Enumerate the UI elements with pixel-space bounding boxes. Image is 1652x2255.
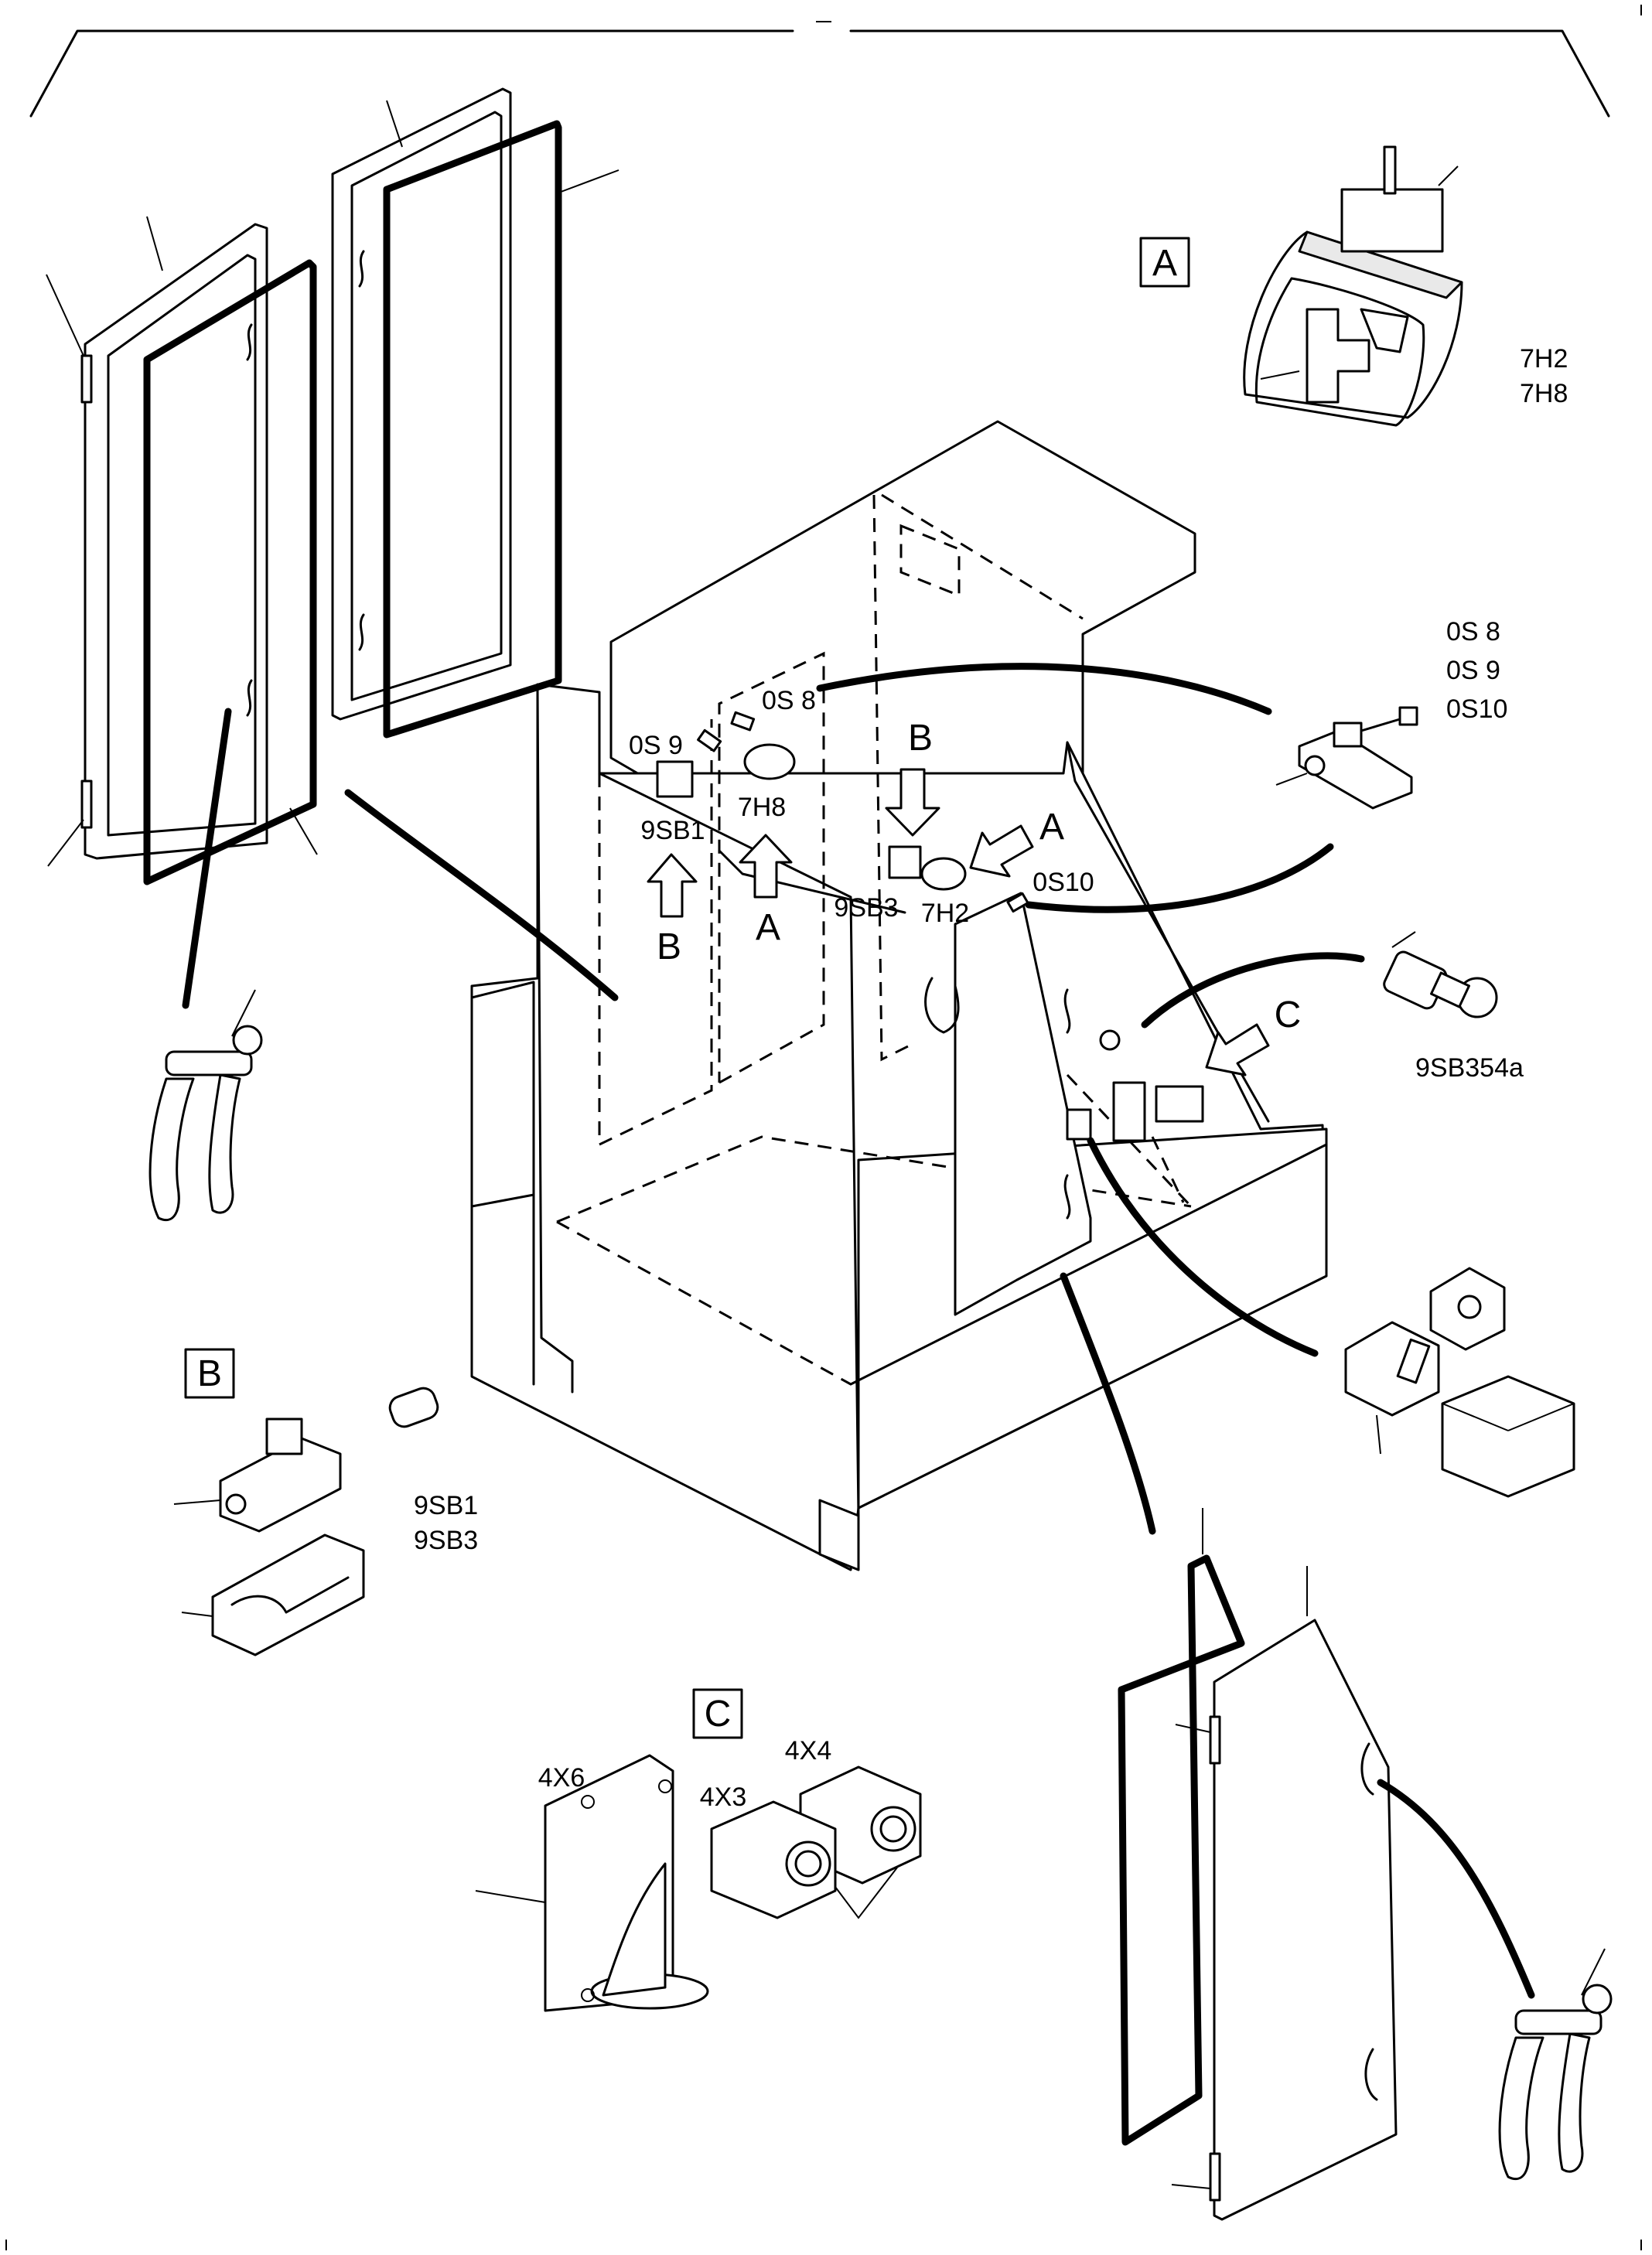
leader-handle-right (1377, 1779, 1535, 1999)
leader-socket-box (1087, 1137, 1319, 1357)
door-handle-right (1498, 1948, 1613, 2180)
button-assembly-9sb1-9sb3 (173, 1387, 439, 1656)
svg-text:A: A (1039, 807, 1064, 848)
svg-text:C: C (705, 1694, 732, 1735)
socket-4x3 (710, 1800, 898, 1919)
label-0s8: 0S 8 (1446, 617, 1500, 646)
callout-box-b: B (184, 1348, 235, 1399)
label-panel-0s10: 0S10 (1032, 868, 1094, 897)
label-9sb3: 9SB3 (414, 1526, 478, 1555)
svg-text:B: B (908, 718, 933, 759)
door-left-back (331, 87, 512, 721)
label-panel-7h8: 7H8 (738, 793, 786, 822)
label-0s9: 0S 9 (1446, 656, 1500, 685)
label-4x6: 4X6 (538, 1763, 585, 1793)
label-panel-0s9: 0S 9 (629, 731, 683, 760)
svg-text:A: A (756, 907, 780, 948)
arrow-b-top: B (885, 718, 940, 837)
plug-button-9sb354a (1383, 931, 1498, 1018)
label-4x3: 4X3 (700, 1783, 747, 1812)
label-7h8: 7H8 (1520, 379, 1568, 408)
arrow-a-right: A (969, 807, 1064, 878)
callout-box-a: A (1139, 237, 1190, 288)
svg-text:A: A (1152, 243, 1177, 284)
svg-text:C: C (1275, 994, 1302, 1035)
label-panel-9sb1: 9SB1 (640, 816, 705, 845)
button-9sb3 (888, 845, 922, 879)
leader-plug-button (1141, 952, 1365, 1029)
callout-box-c: C (692, 1688, 743, 1739)
label-9sb354a: 9SB354a (1415, 1053, 1524, 1083)
label-panel-0s8: 0S 8 (762, 686, 816, 715)
seal-right-door (1118, 1554, 1245, 2146)
label-0s10: 0S10 (1446, 694, 1507, 724)
label-panel-9sb3: 9SB3 (834, 893, 898, 923)
button-9sb1 (656, 760, 694, 798)
socket-4x6 (475, 1754, 709, 2012)
lamp-7h2 (920, 857, 967, 891)
arrow-a-mid: A (739, 834, 793, 948)
arrow-c: C (1205, 994, 1302, 1076)
leader-switch-bottom (1025, 843, 1334, 913)
socket-on-cabinet (1112, 1081, 1146, 1142)
leader-door-left (344, 789, 619, 1001)
door-handle-left (148, 989, 263, 1221)
arrow-b-left: B (647, 853, 698, 967)
socket-box-assembly (1344, 1267, 1575, 1498)
label-7h2: 7H2 (1520, 344, 1568, 374)
panel-components (656, 711, 1204, 1203)
lamp-assembly-7h2-7h8 (1243, 145, 1463, 427)
limit-switch-assembly (1275, 706, 1418, 810)
seal-left-back (383, 120, 562, 739)
label-panel-7h2: 7H2 (921, 899, 969, 928)
door-right (1171, 1566, 1398, 2221)
leader-handle-left (182, 708, 232, 1009)
label-9sb1: 9SB1 (414, 1491, 478, 1520)
seal-left-front (143, 259, 317, 885)
door-left-front (46, 216, 268, 867)
leader-door-right (1060, 1272, 1156, 1535)
label-4x4: 4X4 (785, 1736, 832, 1765)
svg-text:B: B (197, 1353, 222, 1394)
drawing-frame (5, 5, 1642, 2250)
lamp-7h8 (743, 743, 796, 780)
svg-text:B: B (657, 926, 681, 967)
leader-switch-top (816, 663, 1272, 715)
cabinet-body (470, 420, 1328, 1571)
